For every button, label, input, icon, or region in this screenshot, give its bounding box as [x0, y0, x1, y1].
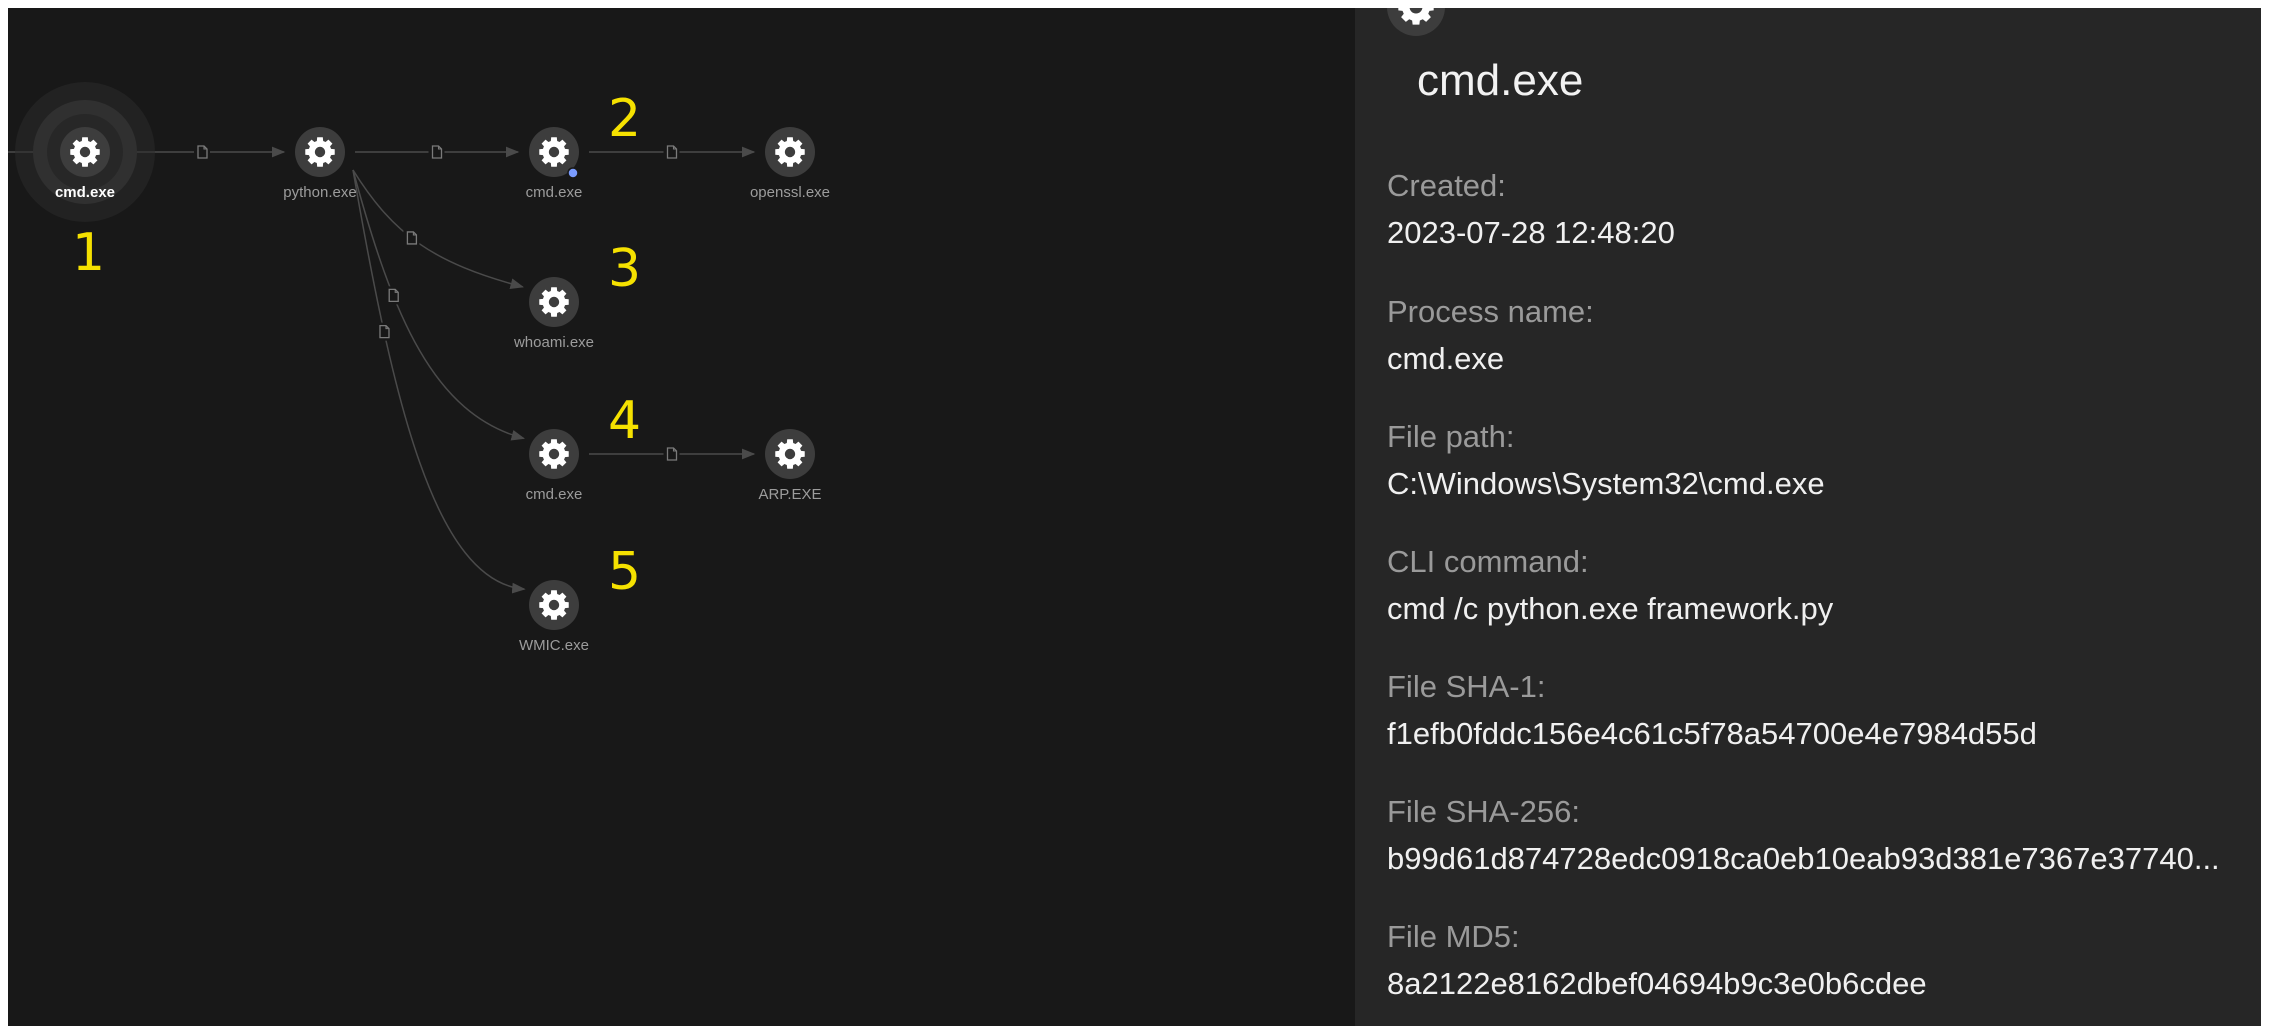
sha1-label: File SHA-1:: [1387, 669, 1546, 704]
gear-icon: [305, 137, 335, 167]
file-icon: [406, 231, 418, 245]
gear-icon: [539, 590, 569, 620]
sha1-value: f1efb0fddc156e4c61c5f78a54700e4e7984d55d: [1387, 716, 2037, 751]
gear-icon: [1387, 8, 1445, 36]
process-details-panel: cmd.exe Created: 2023-07-28 12:48:20 Pro…: [1355, 8, 2261, 1026]
md5-label: File MD5:: [1387, 919, 1520, 954]
annotation-number: 3: [608, 239, 641, 299]
process-node[interactable]: openssl.exe: [750, 127, 830, 201]
file-icon: [388, 288, 399, 303]
process-node-label: cmd.exe: [526, 184, 583, 201]
process-node-label: python.exe: [283, 184, 356, 201]
process-node[interactable]: python.exe: [283, 127, 357, 201]
gear-icon: [539, 439, 569, 469]
process-node-label: WMIC.exe: [519, 637, 589, 654]
annotation-number: 5: [608, 542, 641, 602]
indicator-dot: [567, 167, 579, 179]
gear-icon: [539, 137, 569, 167]
annotation-number: 2: [608, 89, 641, 149]
md5-value: 8a2122e8162dbef04694b9c3e0b6cdee: [1387, 966, 1927, 1001]
cli-command-label: CLI command:: [1387, 544, 1589, 579]
process-node[interactable]: cmd.exe: [526, 127, 583, 201]
process-node[interactable]: ARP.EXE: [758, 429, 822, 503]
process-node[interactable]: cmd.exe: [15, 82, 155, 222]
process-node-label: ARP.EXE: [758, 486, 821, 503]
created-value: 2023-07-28 12:48:20: [1387, 215, 1675, 250]
gear-icon: [775, 439, 805, 469]
cli-command-value: cmd /c python.exe framework.py: [1387, 591, 1834, 626]
file-path-value: C:\Windows\System32\cmd.exe: [1387, 466, 1825, 501]
sha256-value: b99d61d874728edc0918ca0eb10eab93d381e736…: [1387, 841, 2220, 876]
created-label: Created:: [1387, 168, 1506, 203]
annotation-number: 4: [608, 391, 641, 451]
file-icon: [666, 447, 678, 461]
process-graph: cmd.exe 1 python.exe cmd.exe 2 openssl.exe who…: [8, 82, 830, 654]
gear-icon: [70, 137, 100, 167]
file-path-label: File path:: [1387, 419, 1515, 454]
process-title: cmd.exe: [1417, 56, 1584, 105]
process-node[interactable]: WMIC.exe: [519, 580, 589, 654]
process-name-value: cmd.exe: [1387, 341, 1505, 376]
file-icon: [197, 145, 208, 159]
file-icon: [379, 324, 390, 339]
file-icon: [431, 145, 443, 159]
edge: [352, 169, 525, 441]
process-node-label: cmd.exe: [55, 184, 115, 201]
process-graph-panel[interactable]: cmd.exe 1 python.exe cmd.exe 2 openssl.exe who…: [8, 8, 1355, 1026]
process-node[interactable]: cmd.exe: [526, 429, 583, 503]
process-node[interactable]: whoami.exe: [513, 277, 594, 351]
gear-icon: [775, 137, 805, 167]
process-node-label: cmd.exe: [526, 486, 583, 503]
annotation-number: 1: [72, 223, 105, 283]
edge: [352, 169, 524, 289]
process-node-label: whoami.exe: [513, 334, 594, 351]
file-icon: [666, 145, 678, 159]
edge: [352, 169, 526, 594]
gear-icon: [539, 287, 569, 317]
process-name-label: Process name:: [1387, 294, 1594, 329]
process-node-label: openssl.exe: [750, 184, 830, 201]
sha256-label: File SHA-256:: [1387, 794, 1580, 829]
